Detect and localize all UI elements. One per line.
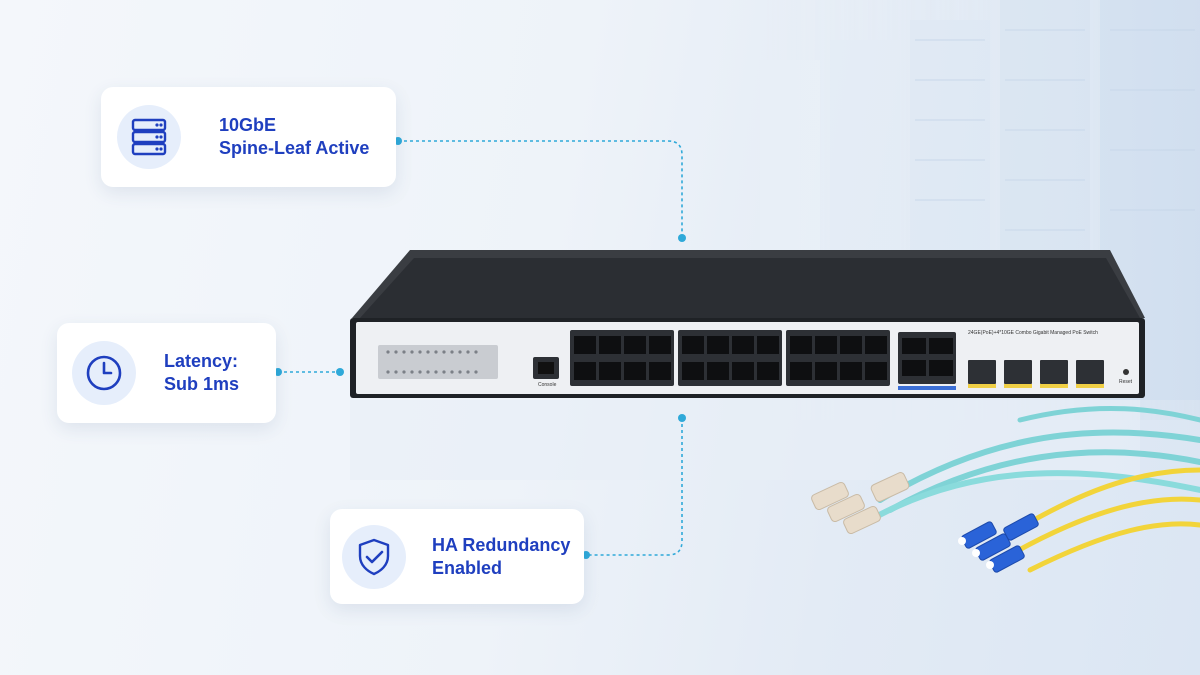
callout-line2: Sub 1ms (164, 374, 240, 394)
shield-check-icon (342, 524, 406, 589)
clock-icon (72, 341, 136, 405)
callout-card-latency: Latency: Sub 1ms (57, 323, 276, 423)
callout-line1: Latency: (164, 351, 239, 371)
server-rack-icon (117, 105, 181, 169)
console-port-label: Console (538, 382, 557, 388)
callout-line1: HA Redundancy (432, 534, 571, 555)
callout-line2: Spine-Leaf Active (219, 138, 370, 158)
callout-line2: Enabled (432, 557, 503, 578)
switch-model-label: 24GE(PoE)+4*10GE Combo Gigabit Managed P… (968, 330, 1098, 336)
reset-button-label: Reset (1119, 379, 1133, 385)
callout-card-spine-leaf: 10GbE Spine-Leaf Active (101, 87, 396, 187)
callout-line1: 10GbE (219, 115, 277, 135)
callout-card-ha-redundancy: HA Redundancy Enabled (330, 509, 584, 604)
